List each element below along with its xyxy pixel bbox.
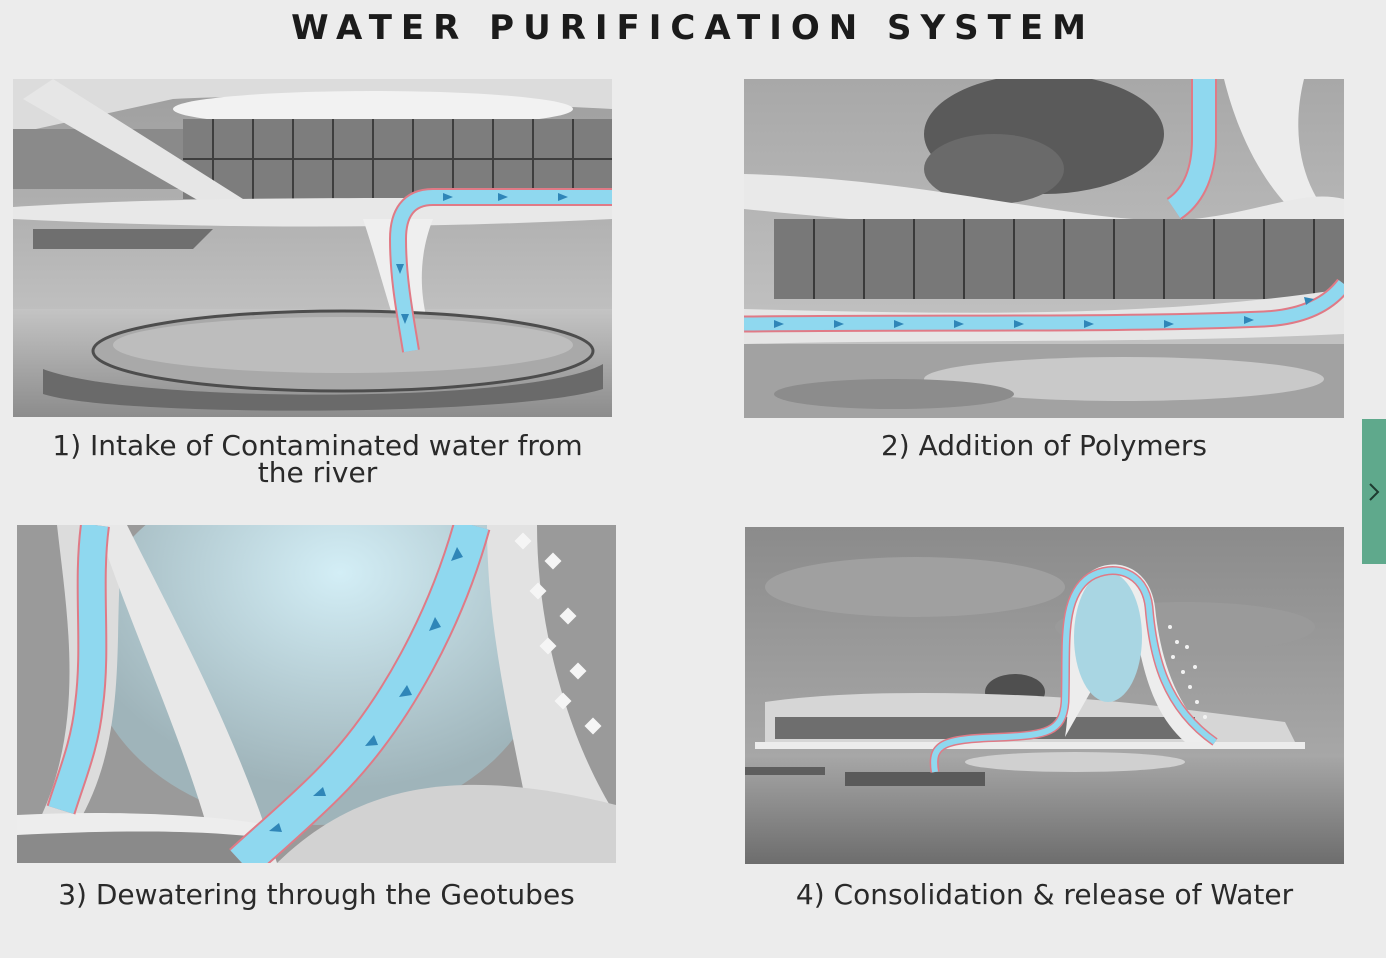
step-1-image	[13, 79, 612, 417]
step-4-image	[745, 527, 1344, 864]
next-slide-button[interactable]	[1362, 419, 1386, 564]
step-1-caption: 1) Intake of Contaminated water from the…	[52, 429, 583, 489]
step-2-caption: 2) Addition of Polymers	[880, 429, 1208, 462]
page-title: WATER PURIFICATION SYSTEM	[291, 8, 1095, 48]
chevron-right-icon	[1369, 482, 1380, 501]
step-2-image	[744, 79, 1344, 418]
step-3-image	[17, 525, 616, 863]
step-4-caption: 4) Consolidation & release of Water	[795, 878, 1294, 911]
step-3-caption: 3) Dewatering through the Geotubes	[58, 878, 575, 911]
